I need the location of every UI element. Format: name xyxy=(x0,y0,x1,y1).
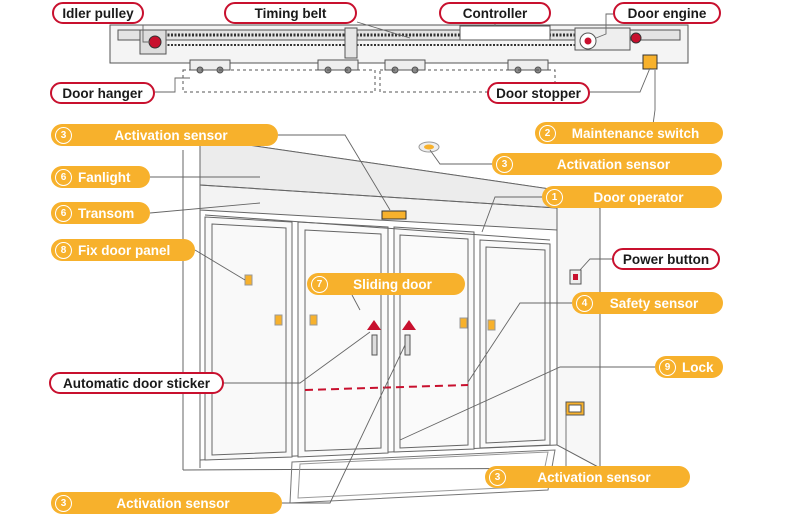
label-activation-sensor-ceiling: 3 Activation sensor xyxy=(492,153,722,175)
label-text: Activation sensor xyxy=(556,156,671,172)
number-badge: 1 xyxy=(546,188,563,206)
label-fanlight: 6 Fanlight xyxy=(51,166,150,188)
number-badge: 6 xyxy=(55,168,72,186)
label-door-stopper: Door stopper xyxy=(487,82,590,104)
label-text: Fanlight xyxy=(78,169,131,185)
number-badge: 9 xyxy=(659,358,676,376)
label-text: Activation sensor xyxy=(114,127,228,143)
label-activation-sensor-top-left: 3 Activation sensor xyxy=(51,124,278,146)
label-power-button: Power button xyxy=(612,248,720,270)
label-automatic-door-sticker: Automatic door sticker xyxy=(49,372,224,394)
label-door-engine: Door engine xyxy=(613,2,721,24)
label-safety-sensor: 4 Safety sensor xyxy=(572,292,723,314)
label-text: Door operator xyxy=(593,189,684,205)
callout-lines xyxy=(142,13,656,504)
label-door-operator: 1 Door operator xyxy=(542,186,722,208)
number-badge: 3 xyxy=(55,494,72,512)
number-badge: 3 xyxy=(489,468,506,486)
number-badge: 3 xyxy=(496,155,513,173)
label-activation-sensor-bottom: 3 Activation sensor xyxy=(51,492,282,514)
label-text: Maintenance switch xyxy=(571,125,700,141)
label-activation-sensor-floor: 3 Activation sensor xyxy=(485,466,690,488)
number-badge: 8 xyxy=(55,241,72,259)
number-badge: 3 xyxy=(55,126,72,144)
label-door-hanger: Door hanger xyxy=(50,82,155,104)
label-maintenance-switch: 2 Maintenance switch xyxy=(535,122,723,144)
label-fix-door-panel: 8 Fix door panel xyxy=(51,239,195,261)
label-text: Lock xyxy=(682,359,714,375)
label-text: Sliding door xyxy=(353,276,432,292)
number-badge: 6 xyxy=(55,204,72,222)
label-text: Activation sensor xyxy=(537,469,651,485)
label-transom: 6 Transom xyxy=(51,202,150,224)
number-badge: 2 xyxy=(539,124,556,142)
label-text: Safety sensor xyxy=(609,295,699,311)
number-badge: 4 xyxy=(576,294,593,312)
label-text: Activation sensor xyxy=(116,495,230,511)
label-text: Fix door panel xyxy=(78,242,171,258)
label-timing-belt: Timing belt xyxy=(224,2,357,24)
label-text: Transom xyxy=(78,205,135,221)
label-controller: Controller xyxy=(439,2,551,24)
label-sliding-door: 7 Sliding door xyxy=(307,273,465,295)
label-lock: 9 Lock xyxy=(655,356,723,378)
label-idler-pulley: Idler pulley xyxy=(52,2,144,24)
number-badge: 7 xyxy=(311,275,328,293)
